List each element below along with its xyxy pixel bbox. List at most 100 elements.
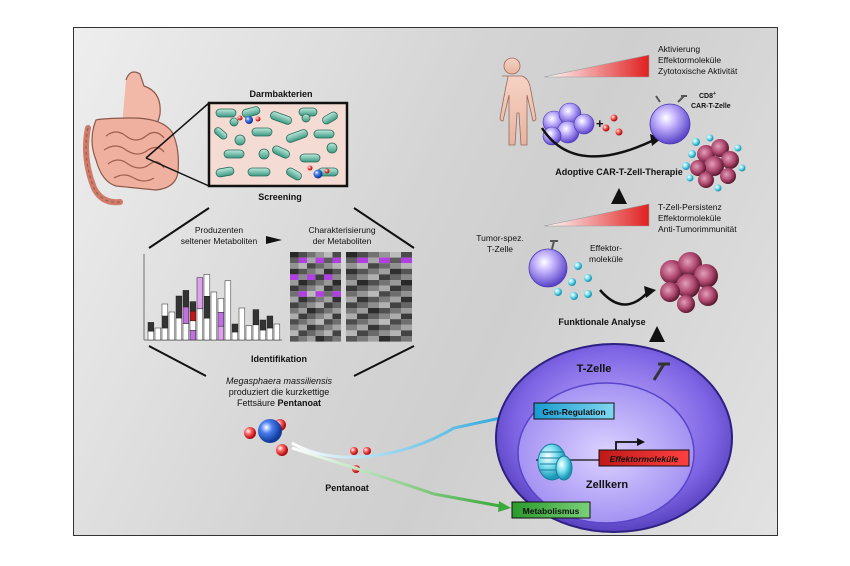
identification-label: Identifikation	[251, 354, 307, 364]
heatmap-cell	[290, 280, 299, 286]
cd8-label: CD8+	[699, 91, 716, 100]
heatmap-cell	[390, 285, 401, 292]
tumor-mid-icon	[660, 252, 718, 313]
heatmap-cell	[332, 291, 341, 297]
figure-frame: Darmbakterien	[73, 27, 778, 536]
heatmap-cell	[290, 336, 299, 342]
heatmap-cell	[324, 291, 333, 297]
heatmap-cell	[315, 280, 324, 286]
heatmap-cell	[401, 308, 412, 314]
heatmap-cell	[307, 274, 316, 280]
heatmap-cell	[307, 280, 316, 286]
heatmap-cell	[298, 252, 307, 258]
bacteria-box	[207, 101, 349, 188]
heatmap-cell	[290, 257, 299, 264]
gene-regulation-box	[533, 402, 615, 420]
heatmap-cell	[401, 296, 412, 303]
pentanoate-small-icon	[350, 447, 371, 473]
heatmap-cell	[332, 302, 341, 308]
heatmap-cell	[324, 296, 333, 303]
heatmap-cell	[357, 285, 368, 292]
mini-bar-segment	[203, 274, 211, 297]
heatmap-cell	[298, 268, 307, 275]
heatmap-cell	[290, 296, 299, 303]
heatmap-cell	[315, 263, 324, 269]
mini-bar-segment	[182, 290, 190, 308]
heatmap-cell	[315, 257, 324, 264]
heatmap-cell	[346, 324, 357, 331]
gradient-triangle-mid	[543, 203, 650, 227]
heatmap-cell	[315, 319, 324, 325]
mini-bar-segment	[189, 330, 197, 341]
heatmap-cell	[298, 330, 307, 336]
heatmap-cell	[298, 274, 307, 280]
effector-label-line2: moleküle	[589, 254, 623, 264]
metabolism-box	[511, 501, 591, 519]
heatmap-cell	[307, 252, 316, 258]
heatmap-cell	[401, 268, 412, 275]
producers-label-line2: seltener Metaboliten	[181, 236, 258, 246]
heatmap-cell	[368, 257, 379, 264]
heatmap-cell	[390, 319, 401, 325]
heatmap-cell	[368, 285, 379, 292]
heatmap-cell	[315, 285, 324, 292]
heatmap-cell	[390, 330, 401, 336]
heatmap-cell	[357, 291, 368, 297]
car-t-cell-icon	[649, 95, 691, 145]
mini-bar-segment	[231, 323, 239, 333]
heatmap-cell	[298, 308, 307, 314]
heatmap-cell	[346, 302, 357, 308]
mini-bar-segment	[147, 322, 155, 332]
producers-label-line1: Produzenten	[195, 225, 243, 235]
heatmap-cell	[324, 263, 333, 269]
heatmap-cell	[368, 324, 379, 331]
mini-bar-segment	[189, 320, 197, 331]
nucleus-label: Zellkern	[586, 479, 628, 491]
heatmap-cell	[332, 296, 341, 303]
heatmap-cell	[332, 313, 341, 320]
heatmap-cell	[332, 274, 341, 280]
heatmap-cell	[332, 263, 341, 269]
heatmap-cell	[332, 319, 341, 325]
heatmap-cell	[315, 313, 324, 320]
heatmap-cell	[307, 336, 316, 342]
heatmap-cell	[357, 274, 368, 280]
heatmap-cell	[290, 308, 299, 314]
heatmap-cell	[346, 263, 357, 269]
heatmap-cell	[324, 319, 333, 325]
heatmap-cell	[324, 268, 333, 275]
heatmap-cell	[401, 280, 412, 286]
heatmap-cell	[401, 291, 412, 297]
funnel-line	[353, 207, 415, 249]
heatmap-cell	[379, 324, 390, 331]
heatmap-cell	[401, 263, 412, 269]
heatmap-left	[290, 252, 341, 342]
heatmap-cell	[307, 296, 316, 303]
heatmap-cell	[368, 330, 379, 336]
produces-line2: Fettsäure Pentanoat	[237, 398, 321, 408]
cytokine-dots-icon	[602, 114, 623, 136]
arrow-head-icon	[644, 286, 656, 298]
heatmap-cell	[324, 302, 333, 308]
funnel-line	[148, 345, 207, 377]
heatmap-cell	[290, 330, 299, 336]
heatmap-cell	[315, 268, 324, 275]
heatmap-cell	[357, 319, 368, 325]
heatmap-cell	[401, 319, 412, 325]
effector-molecules-box	[598, 449, 690, 467]
heatmap-cell	[307, 330, 316, 336]
tumor-t-label-line2: T-Zelle	[487, 244, 513, 254]
mini-bar-segment	[252, 309, 260, 326]
t-cell-label: T-Zelle	[577, 363, 612, 375]
heatmap-cell	[298, 324, 307, 331]
mini-bar-segment	[189, 301, 197, 312]
heatmap-cell	[315, 252, 324, 258]
heatmap-cell	[401, 330, 412, 336]
mini-bar-segment	[252, 324, 260, 341]
heatmap-cell	[290, 252, 299, 258]
screening-label: Screening	[258, 192, 302, 202]
arrow-up-icon	[611, 188, 627, 204]
mini-bar-segment	[182, 323, 190, 341]
heatmap-cell	[401, 324, 412, 331]
arrow-head-icon	[498, 501, 511, 512]
